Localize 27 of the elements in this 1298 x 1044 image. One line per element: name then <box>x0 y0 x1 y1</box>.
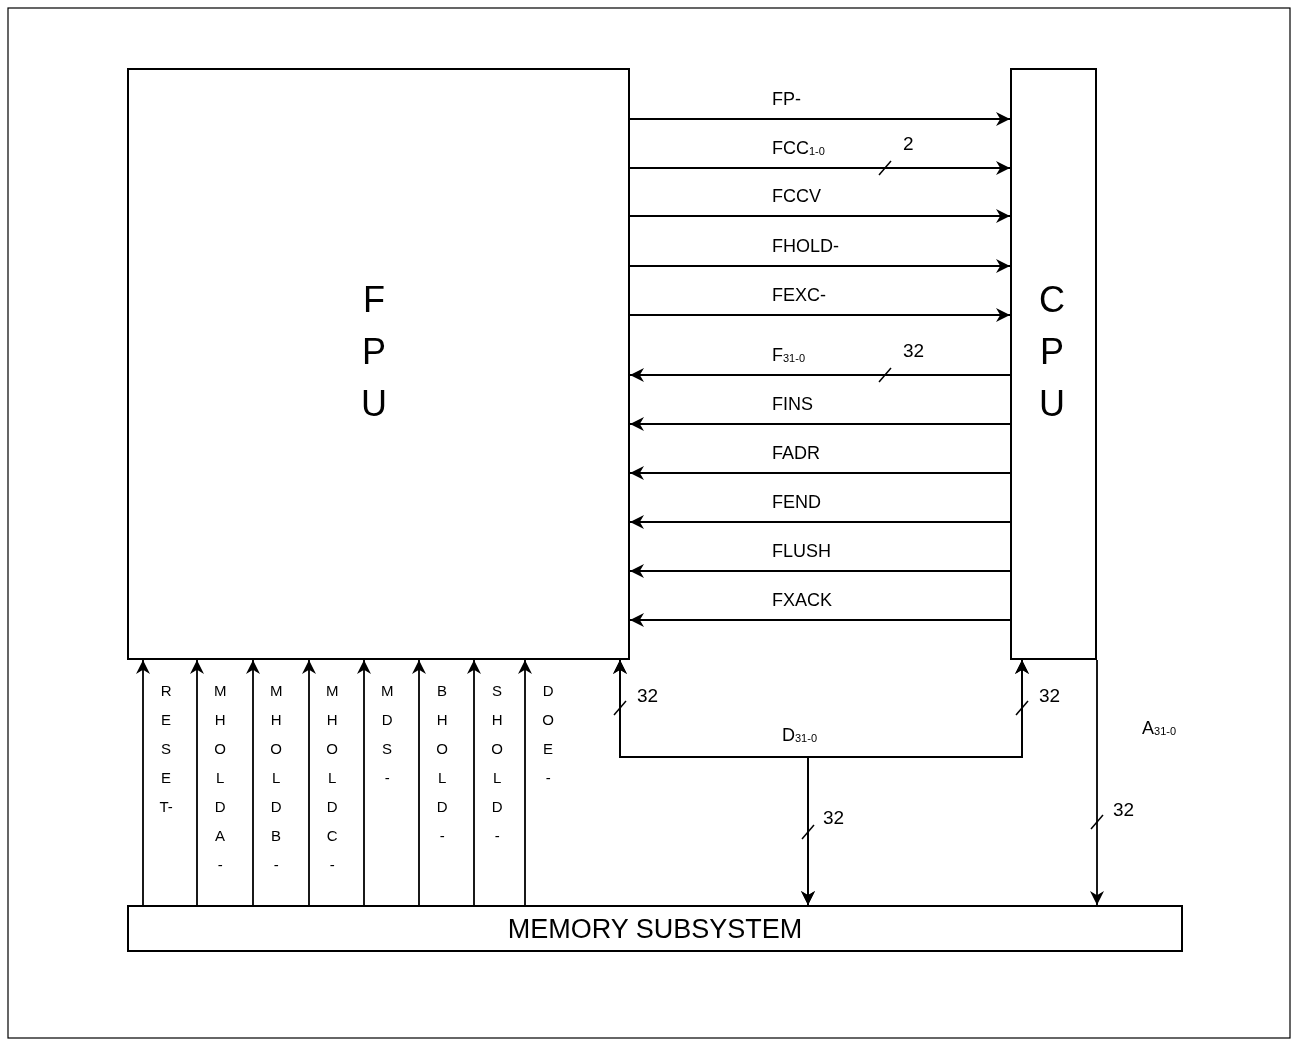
block-title: CPU <box>1038 278 1067 426</box>
signal-arrow <box>302 659 316 906</box>
signal-arrow <box>357 659 371 906</box>
signal-arrow <box>1090 659 1104 906</box>
signal-arrow <box>629 259 1011 273</box>
block-title: MEMORY SUBSYSTEM <box>506 913 804 944</box>
signal-arrow <box>246 659 260 906</box>
signal-arrow <box>518 659 532 906</box>
signal-arrow <box>629 417 1011 431</box>
signal-arrow <box>629 112 1011 126</box>
signal-arrow <box>629 613 1011 627</box>
signal-arrow <box>629 368 1011 382</box>
signal-arrow <box>629 209 1011 223</box>
signal-arrow <box>467 659 481 906</box>
signal-arrow <box>801 659 1029 906</box>
signal-arrow <box>629 564 1011 578</box>
cpu-block <box>1010 68 1097 660</box>
signal-arrow <box>629 161 1011 175</box>
memory-block <box>127 905 1183 952</box>
block-title: FPU <box>360 278 389 426</box>
signal-arrow <box>629 466 1011 480</box>
signal-arrow <box>629 308 1011 322</box>
signal-arrow <box>629 515 1011 529</box>
fpu-block <box>127 68 630 660</box>
signal-arrow <box>412 659 426 906</box>
signal-arrow <box>136 659 150 906</box>
signal-arrow <box>190 659 204 906</box>
